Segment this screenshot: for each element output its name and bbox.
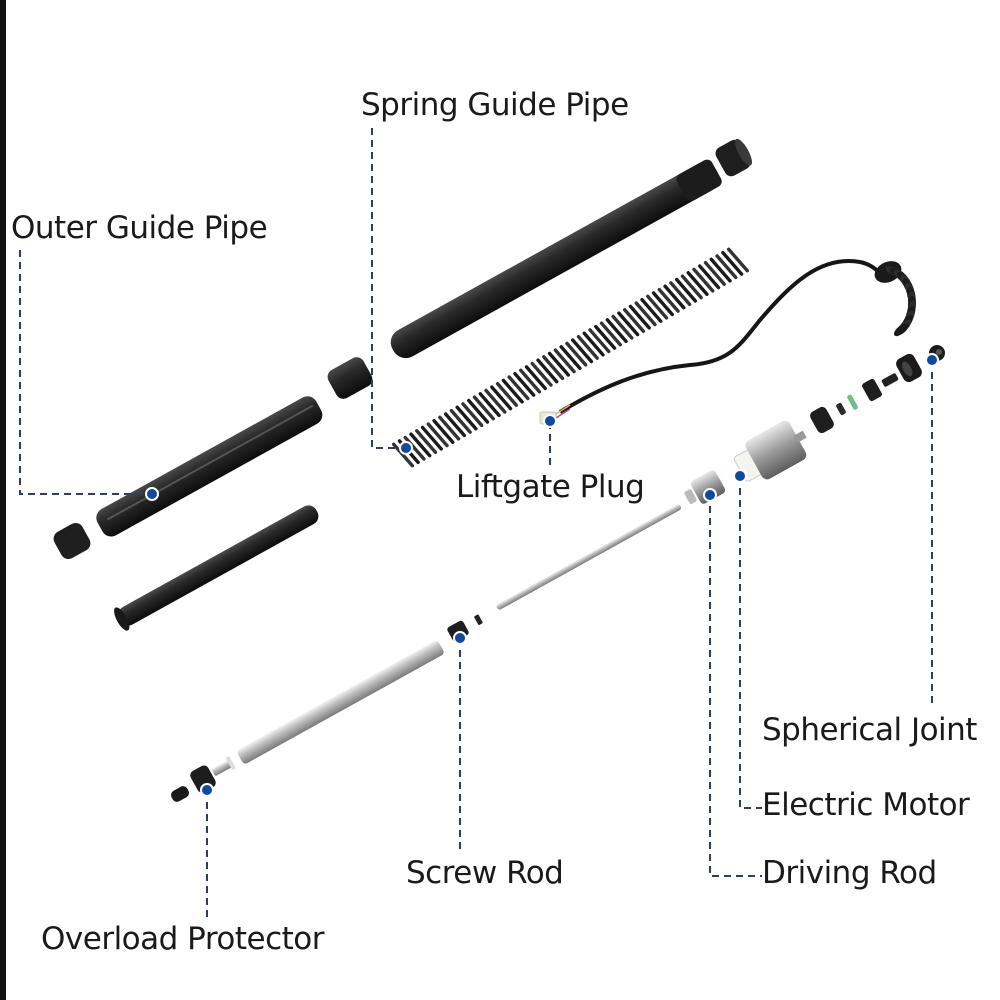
spring-coil	[576, 334, 599, 360]
spring-coil	[478, 392, 501, 418]
spring-coil	[634, 301, 657, 327]
spring-coil	[646, 294, 669, 320]
spring-coil	[680, 274, 703, 300]
leader-electric-motor	[739, 476, 762, 809]
spring-coil	[686, 271, 709, 296]
leader-outer-guide-pipe	[19, 250, 150, 495]
driving-rod	[496, 504, 682, 610]
label-spring-guide-pipe: Spring Guide Pipe	[361, 87, 629, 123]
spring-coil	[472, 395, 495, 421]
spring-coil	[651, 291, 674, 317]
spring-coil	[484, 388, 507, 414]
spring-coil	[495, 382, 519, 407]
screw-rod	[237, 640, 444, 764]
liftgate-cable	[558, 259, 889, 414]
label-electric-motor: Electric Motor	[762, 787, 970, 823]
spring-coil	[570, 338, 594, 364]
spring-coil	[513, 371, 536, 397]
spring-coil	[553, 348, 576, 374]
spring-coil	[415, 429, 438, 455]
motor-end-parts	[810, 353, 922, 434]
spring-coil	[443, 412, 467, 438]
spring	[391, 247, 750, 468]
callout-dot-electric-motor	[733, 469, 747, 483]
spring-coil	[391, 442, 415, 468]
spring-coil	[455, 405, 478, 431]
spring-coil	[709, 257, 732, 283]
spring-coil	[403, 435, 426, 461]
spring-coil	[461, 402, 484, 428]
spring-coil	[582, 331, 605, 357]
callout-dot-spring-guide-pipe	[399, 441, 413, 455]
spring-coil	[547, 351, 571, 377]
spring-coil	[657, 287, 680, 313]
outer-guide-end-cap	[53, 522, 91, 560]
spring-coil	[467, 398, 490, 424]
spring-coil	[519, 368, 542, 394]
label-driving-rod: Driving Rod	[762, 855, 937, 891]
callout-dot-outer-guide-pipe	[145, 487, 159, 501]
callout-dot-liftgate-plug	[543, 414, 557, 428]
spring-coil	[426, 422, 449, 448]
label-liftgate-plug: Liftgate Plug	[456, 469, 645, 505]
outer-guide-pipe	[96, 396, 323, 537]
spring-coil	[715, 254, 738, 280]
label-outer-guide-pipe: Outer Guide Pipe	[11, 210, 268, 246]
left-border	[0, 0, 6, 1000]
spring-coil	[663, 284, 686, 310]
spring-coil	[420, 425, 443, 451]
spring-coil	[622, 308, 646, 333]
guide-sleeve	[327, 357, 373, 399]
callout-dot-spherical-joint	[925, 353, 939, 367]
cable-bellows	[885, 266, 916, 337]
spring-coil	[617, 311, 640, 337]
spring-coil	[669, 281, 692, 307]
spring-coil	[703, 260, 726, 286]
spring-coil	[524, 365, 547, 391]
leader-driving-rod	[709, 494, 762, 877]
spring-coil	[409, 432, 432, 458]
label-overload-protector: Overload Protector	[41, 921, 325, 957]
spring-coil	[594, 324, 617, 350]
spring-coil	[432, 419, 455, 444]
spring-coil	[565, 341, 588, 367]
overload-protector-part	[171, 756, 236, 802]
spring-coil	[542, 355, 565, 381]
spring-coil	[599, 321, 622, 347]
spring-coil	[530, 361, 553, 387]
spring-guide-end-cap	[715, 138, 752, 177]
spring-coil	[721, 250, 744, 276]
spring-coil	[507, 375, 530, 401]
spring-coil	[536, 358, 559, 384]
callout-dot-driving-rod	[703, 488, 717, 502]
spring-coil	[501, 378, 524, 404]
spring-coil	[559, 345, 582, 370]
spring-coil	[438, 415, 461, 441]
label-screw-rod: Screw Rod	[406, 855, 564, 891]
spring-coil	[490, 385, 513, 411]
spring-coil	[640, 297, 663, 323]
spring-coil	[698, 264, 721, 290]
electric-motor	[733, 420, 807, 482]
spring-coil	[449, 408, 472, 434]
spring-guide-pipe	[390, 159, 722, 359]
spring-coil	[588, 328, 611, 354]
spring-coil	[611, 314, 634, 340]
spring-coil	[628, 304, 651, 330]
callout-dot-overload-protector	[200, 783, 214, 797]
callout-dot-screw-rod	[453, 631, 467, 645]
spring-coil	[605, 318, 628, 344]
spring-coil	[674, 277, 698, 303]
leader-spring-guide-pipe	[371, 128, 405, 449]
label-spherical-joint: Spherical Joint	[762, 712, 977, 748]
spring-coil	[726, 247, 750, 273]
bellows-ring	[893, 323, 909, 337]
inner-tube	[114, 505, 319, 631]
driving-rod-coupling	[684, 470, 726, 505]
spring-coil	[692, 267, 715, 293]
